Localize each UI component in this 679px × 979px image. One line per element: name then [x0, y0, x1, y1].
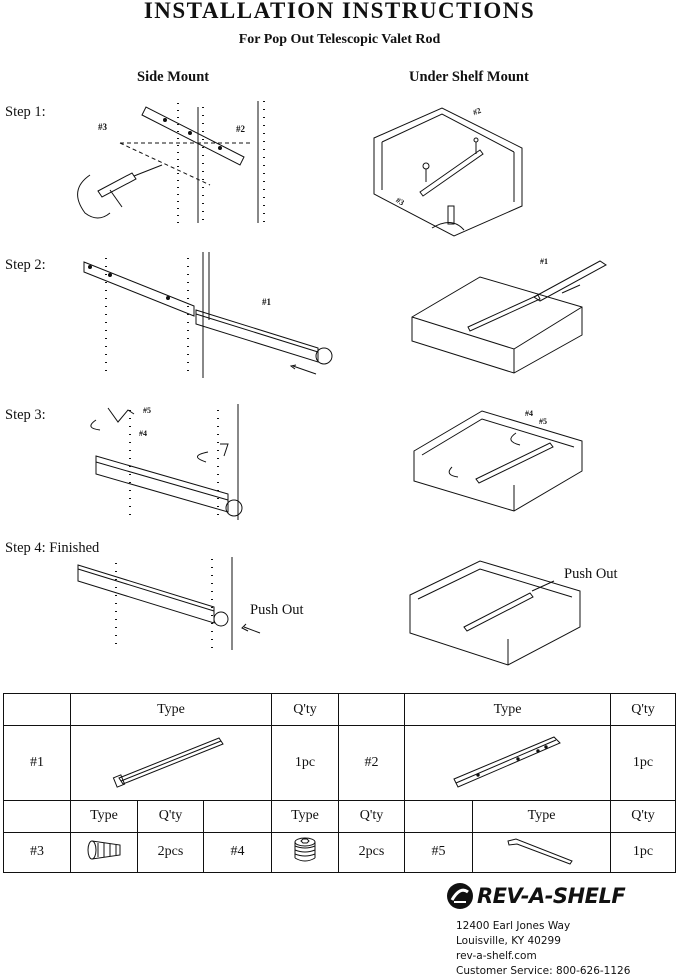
rev-a-shelf-logo-icon	[447, 883, 473, 909]
part-4-image	[271, 831, 340, 874]
s1-callout-part2: #2	[236, 124, 245, 134]
table-header-type: Type	[271, 799, 340, 833]
step-4-under-shelf-illustration	[408, 555, 588, 670]
table-header-type: Type	[69, 692, 273, 727]
table-cell-empty	[3, 692, 71, 727]
logo-text: REV-A-SHELF	[477, 884, 626, 908]
step-3-side-mount-illustration	[78, 400, 258, 525]
push-out-label-side: Push Out	[250, 602, 304, 618]
s2-callout-part1: #1	[262, 297, 271, 307]
s1-callout-part3: #3	[98, 122, 107, 132]
table-header-qty: Q'ty	[610, 692, 677, 727]
customer-service-phone: Customer Service: 800-626-1126	[456, 965, 631, 977]
step-1-under-shelf-illustration	[372, 98, 532, 238]
table-header-qty: Q'ty	[137, 799, 204, 833]
table-header-type: Type	[404, 692, 612, 727]
part-1-image	[69, 725, 273, 801]
step-2-side-mount-illustration	[78, 250, 338, 380]
table-header-type: Type	[472, 799, 612, 833]
step-4-side-mount-illustration	[74, 555, 254, 655]
table-header-type: Type	[70, 799, 138, 833]
s3-shelf-callout-part5: #5	[539, 417, 547, 426]
part-1-qty: 1pc	[271, 725, 340, 801]
page-title: INSTALLATION INSTRUCTIONS	[143, 0, 536, 23]
column-heading-side-mount: Side Mount	[137, 69, 210, 85]
table-cell-empty	[3, 799, 71, 833]
page-subtitle: For Pop Out Telescopic Valet Rod	[238, 32, 441, 47]
part-4-qty: 2pcs	[338, 831, 406, 874]
s3-shelf-callout-part4: #4	[525, 409, 533, 418]
address-line-1: 12400 Earl Jones Way	[456, 920, 571, 932]
step-3-under-shelf-illustration	[412, 405, 592, 515]
part-3-qty: 2pcs	[137, 831, 204, 874]
part-id-1: #1	[3, 725, 71, 801]
address-line-2: Louisville, KY 40299	[456, 935, 561, 947]
part-5-qty: 1pc	[610, 831, 677, 874]
part-id-5: #5	[404, 831, 474, 874]
table-cell-empty	[202, 799, 273, 833]
s3-callout-part5: #5	[143, 406, 151, 415]
part-2-qty: 1pc	[610, 725, 677, 801]
bracket-icon	[452, 736, 561, 789]
s2-shelf-callout-part1: #1	[540, 257, 548, 266]
step-2-label: Step 2:	[5, 257, 46, 273]
company-logo: REV-A-SHELF	[446, 882, 626, 910]
s3-callout-part4: #4	[139, 429, 147, 438]
step-3-label: Step 3:	[5, 407, 46, 423]
set-screw-icon	[294, 837, 316, 862]
table-header-qty: Q'ty	[271, 692, 340, 727]
part-id-2: #2	[338, 725, 406, 801]
screw-icon	[87, 840, 121, 860]
step-2-under-shelf-illustration	[410, 255, 615, 375]
parts-table: Type Q'ty Type Q'ty #1 1pc #2 1pc T	[3, 692, 677, 874]
part-id-3: #3	[3, 831, 71, 874]
column-heading-under-shelf: Under Shelf Mount	[409, 69, 529, 85]
table-cell-empty	[338, 692, 406, 727]
part-3-image	[70, 831, 138, 874]
table-header-qty: Q'ty	[610, 799, 677, 833]
company-address: 12400 Earl Jones Way Louisville, KY 4029…	[456, 919, 630, 979]
step-1-label: Step 1:	[5, 104, 46, 120]
table-cell-empty	[404, 799, 474, 833]
table-header-qty: Q'ty	[338, 799, 406, 833]
step-1-side-mount-illustration	[70, 95, 300, 235]
push-out-label-under: Push Out	[564, 566, 618, 582]
website[interactable]: rev-a-shelf.com	[456, 950, 537, 962]
allen-wrench-icon	[506, 838, 573, 865]
part-2-image	[404, 725, 612, 801]
step-4-label: Step 4: Finished	[5, 540, 100, 556]
part-5-image	[472, 831, 612, 874]
part-id-4: #4	[202, 831, 273, 874]
rod-icon	[112, 737, 224, 789]
